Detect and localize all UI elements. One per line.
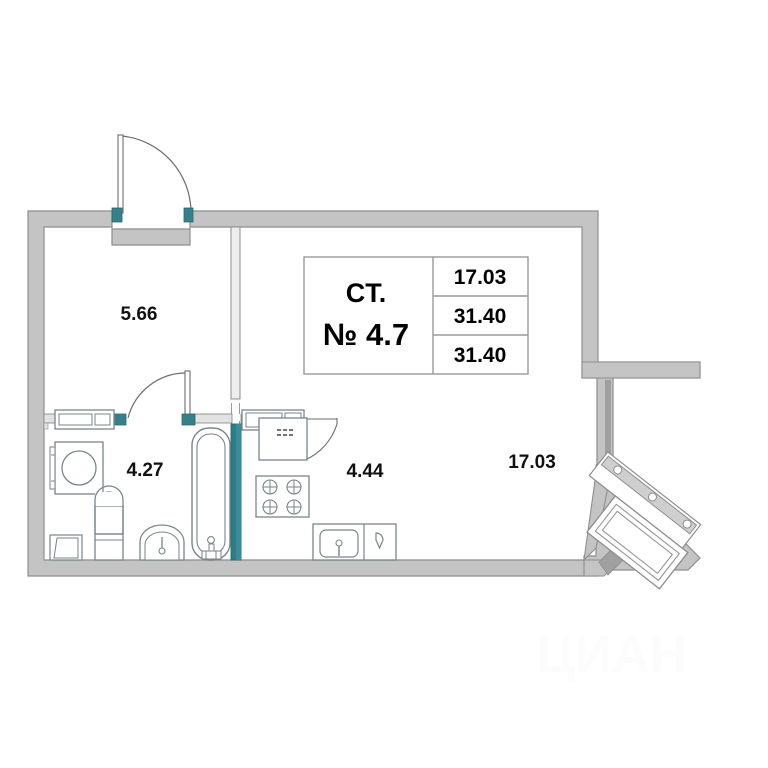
entrance-door-leaf bbox=[117, 134, 124, 214]
area-label-hall: 5.66 bbox=[121, 304, 158, 325]
area-label-living: 17.03 bbox=[508, 452, 556, 473]
info-box-value-total: 31.40 bbox=[454, 305, 507, 328]
area-labels-group: 5.66 4.27 4.44 17.03 bbox=[121, 304, 556, 482]
wall-cabinet-left bbox=[54, 409, 115, 430]
entrance-door-jamb-left bbox=[111, 207, 123, 223]
right-wall-lower-inner-shade bbox=[605, 380, 611, 466]
bathroom-door-jamb-right bbox=[181, 413, 196, 426]
hood-vent-marks bbox=[277, 429, 293, 436]
bathroom-wall-right-highlight bbox=[236, 424, 241, 560]
info-box-frame bbox=[303, 256, 529, 375]
kitchen-sink bbox=[312, 523, 397, 561]
info-box-type-label: CT. bbox=[346, 278, 387, 308]
info-box-number-label: № 4.7 bbox=[323, 317, 409, 352]
balcony-hinge-b bbox=[647, 492, 657, 502]
bathtub bbox=[191, 427, 231, 561]
balcony-hinge-c bbox=[682, 519, 692, 529]
bathtub-tap bbox=[201, 536, 222, 560]
balcony-window bbox=[586, 451, 702, 590]
bathroom-door-swing-arc bbox=[127, 372, 189, 419]
bathroom-door-jamb-left bbox=[112, 413, 127, 426]
partition-hall-living-upper bbox=[230, 226, 241, 400]
area-label-bathroom: 4.27 bbox=[127, 460, 164, 481]
watermark: ЦИАН bbox=[537, 626, 687, 684]
entrance-door bbox=[111, 134, 194, 223]
hall-bathroom-jamb-left bbox=[43, 422, 49, 430]
balcony-hinge-a bbox=[613, 465, 623, 475]
washing-machine bbox=[49, 441, 104, 495]
bathroom-door-leaf bbox=[184, 370, 191, 420]
fixtures-group bbox=[49, 409, 702, 590]
area-label-kitchen: 4.44 bbox=[347, 461, 384, 482]
toilet bbox=[94, 485, 124, 561]
right-wall-step bbox=[581, 361, 701, 379]
doors-group bbox=[111, 134, 338, 461]
cooktop bbox=[255, 475, 310, 518]
entrance-door-jamb-right bbox=[183, 207, 194, 223]
bathroom-niche bbox=[49, 534, 83, 561]
wash-basin bbox=[139, 524, 185, 561]
entrance-door-swing-arc bbox=[121, 135, 192, 213]
info-box-value-living: 17.03 bbox=[454, 266, 507, 289]
info-box: CT. № 4.7 17.03 31.40 31.40 bbox=[303, 256, 529, 375]
wall-cabinet-right bbox=[241, 409, 308, 461]
info-box-value-total-balcony: 31.40 bbox=[454, 344, 507, 367]
